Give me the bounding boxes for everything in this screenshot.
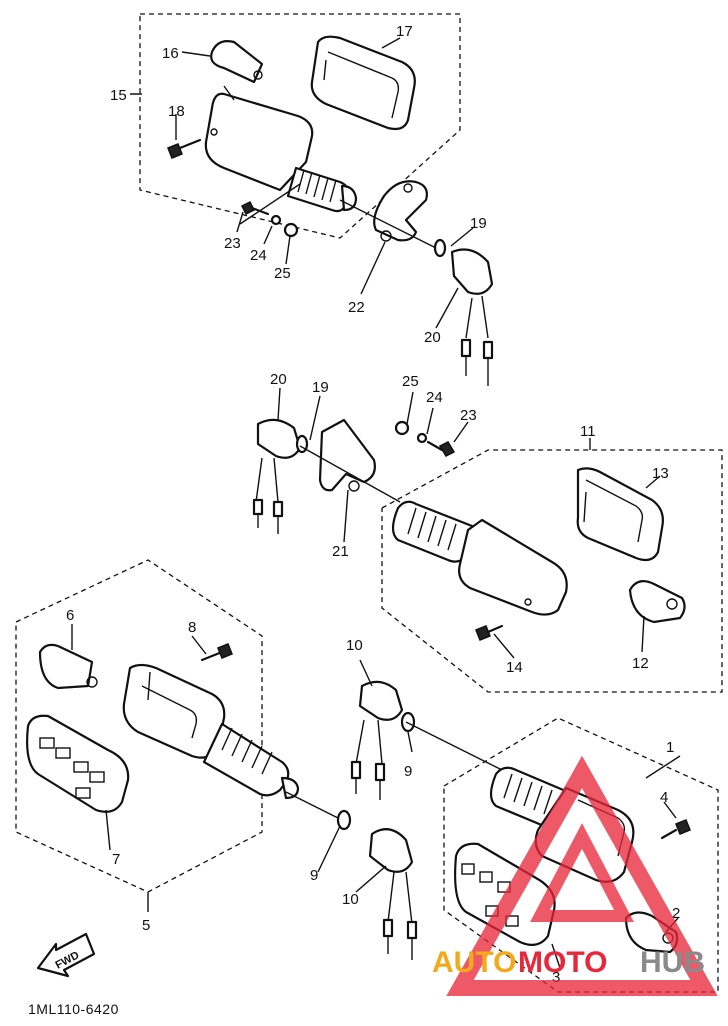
callout-22: 22 xyxy=(348,299,365,316)
callout-25-top: 25 xyxy=(274,265,291,282)
callout-6: 6 xyxy=(66,607,74,624)
connector-20-top xyxy=(450,248,494,386)
callout-16: 16 xyxy=(162,45,179,62)
screw-14 xyxy=(475,624,504,641)
callout-9-upper: 9 xyxy=(404,763,412,780)
callout-23-mid: 23 xyxy=(460,407,477,424)
housing-mid xyxy=(391,500,568,616)
watermark-logo: AUTO MOTO HUB xyxy=(432,755,718,996)
direction-arrow: FWD xyxy=(36,932,96,978)
bulb-6 xyxy=(38,643,98,690)
callout-21: 21 xyxy=(332,543,349,560)
connector-10-upper xyxy=(350,680,404,800)
diagram-code: 1ML110-6420 xyxy=(28,1001,119,1017)
connector-10-lower xyxy=(368,828,418,960)
rod-mid xyxy=(299,445,401,503)
assembly-middle-rear-right xyxy=(252,387,723,693)
connector-20-mid xyxy=(252,418,302,534)
lens-7 xyxy=(26,714,130,813)
callout-17: 17 xyxy=(396,23,413,40)
bulb-12 xyxy=(628,579,686,624)
lens-17 xyxy=(310,35,416,131)
callout-3: 3 xyxy=(552,969,560,986)
rod-lower-left xyxy=(285,791,343,821)
callout-13: 13 xyxy=(652,465,669,482)
collar-25-top xyxy=(283,222,299,238)
nut-9-upper xyxy=(400,711,416,733)
callout-9-lower: 9 xyxy=(310,867,318,884)
housing-top xyxy=(204,92,358,213)
callout-15: 15 xyxy=(110,87,127,104)
callout-20-mid: 20 xyxy=(270,371,287,388)
callout-24-mid: 24 xyxy=(426,389,443,406)
callout-10-lower: 10 xyxy=(342,891,359,908)
housing-lower-left xyxy=(122,663,300,800)
washer-24-mid xyxy=(416,432,428,444)
callout-labels: 1 2 3 4 5 6 7 8 9 9 10 10 11 12 13 14 15… xyxy=(66,23,680,986)
watermark-text-moto: MOTO xyxy=(518,946,607,979)
bulb-16 xyxy=(210,40,264,84)
nut-9-lower xyxy=(336,809,352,831)
callout-25-mid: 25 xyxy=(402,373,419,390)
assembly-top-front-left xyxy=(130,13,494,386)
rod-top xyxy=(339,199,445,253)
lens-13 xyxy=(576,467,664,562)
collar-25-mid xyxy=(394,420,410,436)
washer-24-top xyxy=(270,214,282,226)
callout-11: 11 xyxy=(580,423,596,440)
callout-10-upper: 10 xyxy=(346,637,363,654)
screw-18 xyxy=(167,138,202,159)
callout-20-top: 20 xyxy=(424,329,441,346)
bolt-23-mid xyxy=(426,440,456,457)
screw-4 xyxy=(660,819,691,840)
watermark-text-hub: HUB xyxy=(640,946,705,979)
assembly-lower-left xyxy=(15,559,418,960)
callout-23-top: 23 xyxy=(224,235,241,252)
bracket-21 xyxy=(318,418,376,492)
watermark-text-auto: AUTO xyxy=(432,946,516,979)
callout-14: 14 xyxy=(506,659,523,676)
assembly-lower-right xyxy=(350,659,719,993)
callout-4: 4 xyxy=(660,789,668,806)
rod-lower-right xyxy=(405,721,503,771)
callout-7: 7 xyxy=(112,851,120,868)
watermark-triangle-icon xyxy=(446,755,718,996)
callout-5: 5 xyxy=(142,917,150,934)
callout-18: 18 xyxy=(168,103,185,120)
callout-24-top: 24 xyxy=(250,247,267,264)
screw-8 xyxy=(200,643,233,662)
nut-19-top xyxy=(433,238,447,258)
callout-8: 8 xyxy=(188,619,196,636)
callout-2: 2 xyxy=(672,905,680,922)
callout-1: 1 xyxy=(666,739,674,756)
bracket-22 xyxy=(373,180,428,242)
callout-12: 12 xyxy=(632,655,649,672)
callout-19-top: 19 xyxy=(470,215,487,232)
callout-19-mid: 19 xyxy=(312,379,329,396)
